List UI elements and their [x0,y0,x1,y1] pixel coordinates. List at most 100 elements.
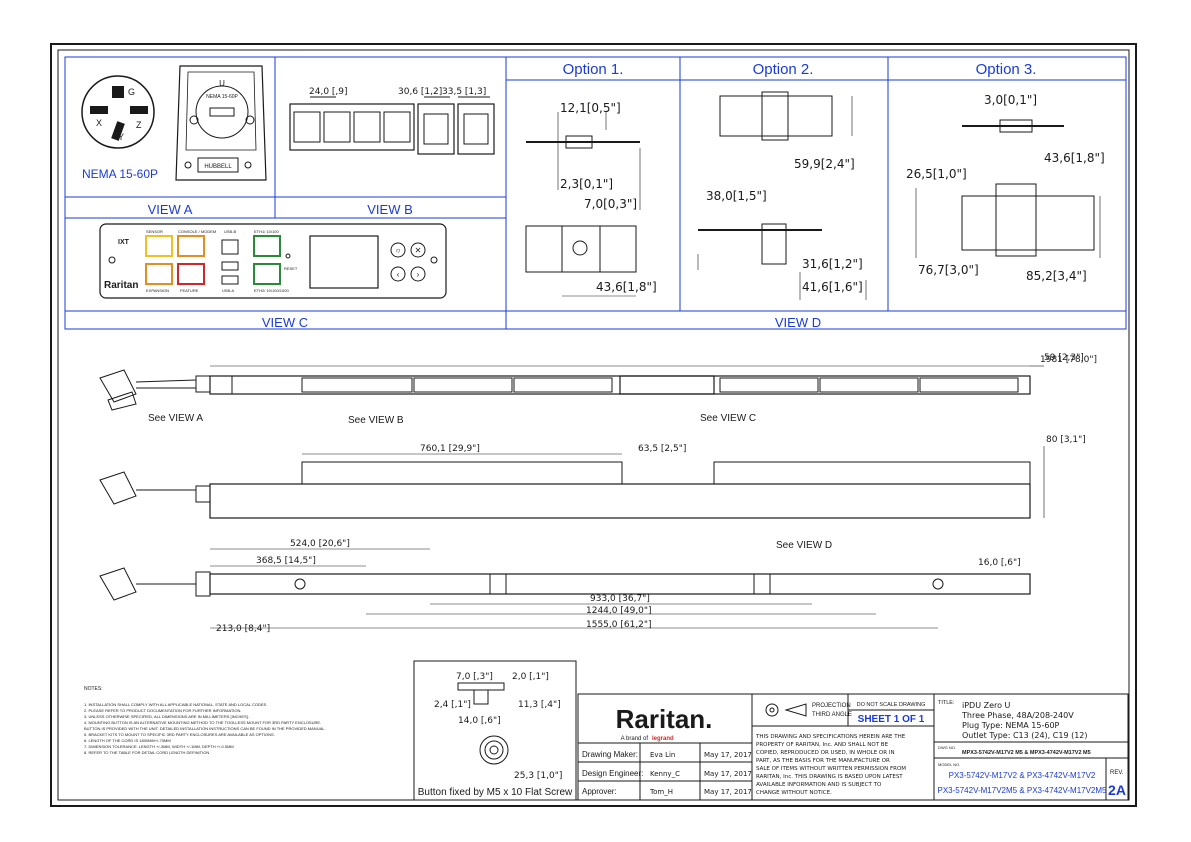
pin-y-label: Y [118,132,124,142]
port-console-label: CONSOLE / MODEM [178,229,216,234]
see-view-a: See VIEW A [148,413,203,424]
option-3-drawing [915,119,1101,258]
dim-524: 524,0 [20,6"] [290,539,350,549]
engineer-name: Kenny_C [650,770,680,778]
btn-dim-253: 25,3 [1,0"] [514,771,562,781]
legal-line: RARITAN, Inc. THIS DRAWING IS BASED UPON… [756,774,903,780]
port-usb-b-label: USB-B [224,229,237,234]
pdu-side-view [99,446,1045,519]
reset-label: RESET [284,266,298,271]
sheet-inner-border [57,49,1130,801]
btn-dim-140: 14,0 [,6"] [458,716,501,726]
outlet-strip [289,96,495,155]
opt3-dim-5: 85,2[3,4"] [1026,269,1087,283]
button-detail [413,660,577,801]
opt1-dim-1: 12,1[0,5"] [560,101,621,115]
title-tagline-brand: legrand [652,736,674,742]
dim-80: 80 [3,1"] [1046,435,1086,445]
port-eth2-label: ETH2/ 10/100/1000 [254,288,289,293]
legal-line: SALE OF ITEMS WITHOUT WRITTEN PERMISSION… [756,766,906,772]
title-logo: Raritan. [616,704,713,734]
top-views-panel [64,56,1127,330]
opt2-dim-4: 41,6[1,6"] [802,280,863,294]
engineer-role: Design Engineer: [582,769,643,778]
port-feature-label: FEATURE [180,288,199,293]
port-expansion-label: EXPANSION [146,288,169,293]
dim-1244: 1244,0 [49,0"] [586,606,652,616]
title-line: iPDU Zero U [962,701,1011,710]
engineer-date: May 17, 2017 [704,770,752,778]
view-b-dim-a: 24,0 [,9] [309,87,348,97]
plug-u-label: U [219,79,225,88]
dim-368: 368,5 [14,5"] [256,556,316,566]
approver-role: Approver: [582,787,617,796]
opt1-dim-3: 7,0[0,3"] [584,197,637,211]
title-line: Plug Type: NEMA 15-60P [962,721,1060,730]
sheet-label: SHEET 1 OF 1 [858,714,925,725]
dim-213: 213,0 [8,4"] [216,624,270,634]
note-item: 8. REFER TO THE TABLE FOR DETAIL CORD LE… [84,750,209,755]
pdu-front-view [99,365,1044,411]
title-tagline-prefix: A brand of [621,736,649,742]
panel-right-icon: › [417,270,420,279]
panel-ok-icon: ○ [396,246,401,255]
do-not-scale-label: DO NOT SCALE DRAWING [857,702,926,708]
option-3-label: Option 3. [976,61,1037,78]
note-item: 1. INSTALLATION SHALL COMPLY WITH ALL AP… [84,702,267,707]
opt1-dim-2: 2,3[0,1"] [560,177,613,191]
maker-date: May 17, 2017 [704,751,752,759]
btn-dim-20: 2,0 [,1"] [512,672,549,682]
panel-small-logo: IXT [118,239,130,246]
pin-z-label: Z [136,120,142,130]
pin-g-label: G [128,87,135,97]
note-item: BUTTON IS PROVIDED WITH THE UNIT. DETAIL… [84,726,326,731]
model-line: PX3-5742V-M17V2 & PX3-4742V-M17V2 [949,771,1096,780]
note-item: 4. MOUNTING BUTTON IS AN ALTERNATIVE MOU… [84,720,321,725]
dim-933: 933,0 [36,7"] [590,594,650,604]
opt2-dim-2: 38,0[1,5"] [706,189,767,203]
opt2-dim-3: 31,6[1,2"] [802,257,863,271]
legal-line: PROPERTY OF RARITAN, Inc. AND SHALL NOT … [756,742,889,748]
note-item: 5. BRACKET KITS TO MOUNT TO SPECIFIC 3RD… [84,732,275,737]
opt2-dim-1: 59,9[2,4"] [794,157,855,171]
view-b-dim-b: 30,6 [1,2] [398,87,442,97]
legal-notice: THIS DRAWING AND SPECIFICATIONS HEREIN A… [755,734,906,796]
opt3-dim-1: 3,0[0,1"] [984,93,1037,107]
opt3-dim-3: 26,5[1,0"] [906,167,967,181]
option-1-label: Option 1. [563,61,624,78]
dwg-no-value: MPX3-5742V-M17V2 M5 & MPX3-4742V-M17V2 M… [962,750,1091,756]
approver-name: Tom_H [649,788,673,796]
dim-1555: 1555,0 [61,2"] [586,620,652,630]
view-b-label: VIEW B [367,202,413,217]
see-view-d: See VIEW D [776,540,832,551]
approver-date: May 17, 2017 [704,788,752,796]
dim-16: 16,0 [,6"] [978,558,1021,568]
plug-body [175,65,267,181]
title-line: Outlet Type: C13 (24), C19 (12) [962,731,1088,740]
view-a-label: VIEW A [148,202,193,217]
pin-x-label: X [96,118,102,128]
option-2-drawing [697,91,867,300]
pdu-length-dim: 1981 [78,0"] [1040,355,1097,365]
dim-63: 63,5 [2,5"] [638,444,686,454]
model-no-label: MODEL NO. [938,762,960,767]
legal-line: AVAILABLE INFORMATION AND IS SUBJECT TO [756,782,882,788]
note-item: 6. LENGTH OF THE CORD IS 1800MM+/-70MM [84,738,171,743]
nema-plug-face [81,75,155,149]
rev-value: 2A [1108,782,1126,798]
port-usb-a-label: USB-A [222,288,235,293]
plug-brand-label: HUBBELL [204,164,232,170]
legal-line: PART, AS THE BASIS FOR THE MANUFACTURE O… [756,758,890,764]
nema-label: NEMA 15-60P [82,167,158,181]
btn-dim-113: 11,3 [,4"] [518,700,561,710]
port-sensor-label: SENSOR [146,229,163,234]
panel-brand: Raritan [104,280,138,291]
port-eth1-label: ETH1/ 10/100 [254,229,279,234]
dim-760: 760,1 [29,9"] [420,444,480,454]
option-1-drawing [525,112,641,297]
third-angle-label: THIRD ANGLE [812,712,852,718]
maker-name: Eva Lin [650,751,675,759]
note-item: 3. UNLESS OTHERWISE SPECIFIED, ALL DIMEN… [84,714,249,719]
notes-title: NOTES: [84,686,103,692]
